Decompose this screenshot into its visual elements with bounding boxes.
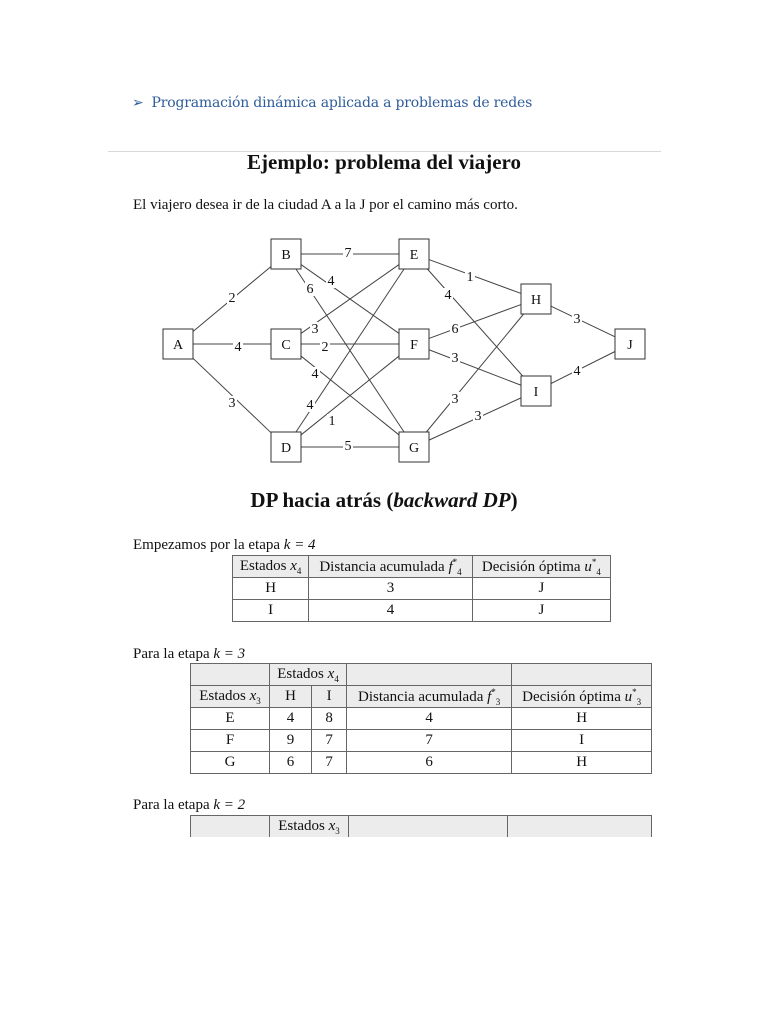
svg-text:J: J [627,338,633,353]
divider [108,151,661,152]
edge-weight: 2 [229,291,236,306]
edge-F-H [428,304,522,339]
edge-label-bg [450,322,460,336]
node-A: A [162,328,194,360]
svg-text:F: F [410,338,418,353]
edge-label-bg [450,351,460,365]
stage4-label: Empezamos por la etapa k = 4 [133,537,316,553]
edge-weight: 3 [475,409,482,424]
edge-weight: 6 [307,282,314,297]
svg-text:B: B [281,248,290,263]
svg-text:C: C [281,338,290,353]
svg-text:A: A [173,338,184,353]
edge-label-bg [465,270,475,284]
edge-E-I [426,268,524,377]
edge-weight: 3 [452,392,459,407]
dp-title: DP hacia atrás (backward DP) [250,488,518,512]
node-I: I [520,375,552,407]
stage3-label: Para la etapa k = 3 [133,646,246,662]
edge-weight: 3 [574,312,581,327]
node-J: J [614,328,646,360]
node-C: C [270,328,302,360]
edge-D-F [300,355,400,436]
edge-weight: 4 [445,288,452,303]
edge-C-E [300,264,400,334]
edge-label-bg [310,367,320,381]
edge-A-D [192,357,272,434]
edge-label-bg [572,364,582,378]
svg-text:D: D [281,441,291,456]
edge-weight: 4 [328,274,335,289]
edge-weight: 3 [312,322,319,337]
edge-label-bg [343,246,353,260]
arrow-bullet-icon: ➢ [132,95,144,111]
stage4-table: Estados x4 Distancia acumulada f*4 Decis… [231,555,612,622]
edge-label-bg [343,439,353,453]
stage2-table: Estados x3 [190,815,652,837]
node-E: E [398,238,430,270]
stage2-label: Para la etapa k = 2 [133,797,246,813]
node-F: F [398,328,430,360]
edge-label-bg [310,322,320,336]
edge-label-bg [320,340,330,354]
edge-weight: 6 [452,322,459,337]
edge-label-bg [327,414,337,428]
edge-weight: 5 [345,439,352,454]
edge-weight: 3 [452,351,459,366]
section-title: Programación dinámica aplicada a problem… [151,95,533,111]
edge-label-bg [233,340,243,354]
section-heading: ➢ Programación dinámica aplicada a proble… [132,95,532,111]
edge-label-bg [305,398,315,412]
svg-text:I: I [534,385,539,400]
edge-weight: 4 [307,398,314,413]
edge-label-bg [473,409,483,423]
edge-weight: 3 [229,396,236,411]
svg-text:E: E [410,248,419,263]
edge-label-bg [450,392,460,406]
edge-label-bg [305,282,315,296]
node-G: G [398,431,430,463]
edge-I-J [550,351,616,384]
svg-text:H: H [531,293,541,308]
edge-weight: 4 [312,367,319,382]
edge-label-bg [227,291,237,305]
edge-label-bg [326,274,336,288]
edge-label-bg [227,396,237,410]
node-D: D [270,431,302,463]
example-intro: El viajero desea ir de la ciudad A a la … [133,197,518,213]
edge-H-J [550,305,616,338]
node-B: B [270,238,302,270]
edge-weight: 1 [467,270,474,285]
example-title: Ejemplo: problema del viajero [247,150,521,174]
edge-label-bg [572,312,582,326]
edge-weight: 4 [574,364,581,379]
edge-label-bg [443,288,453,302]
svg-text:G: G [409,441,419,456]
node-H: H [520,283,552,315]
edge-weight: 1 [329,414,336,429]
edge-weight: 7 [345,246,352,261]
edge-G-H [425,313,525,433]
edge-F-I [428,349,522,386]
edge-weight: 2 [322,340,329,355]
edge-weight: 4 [235,340,242,355]
